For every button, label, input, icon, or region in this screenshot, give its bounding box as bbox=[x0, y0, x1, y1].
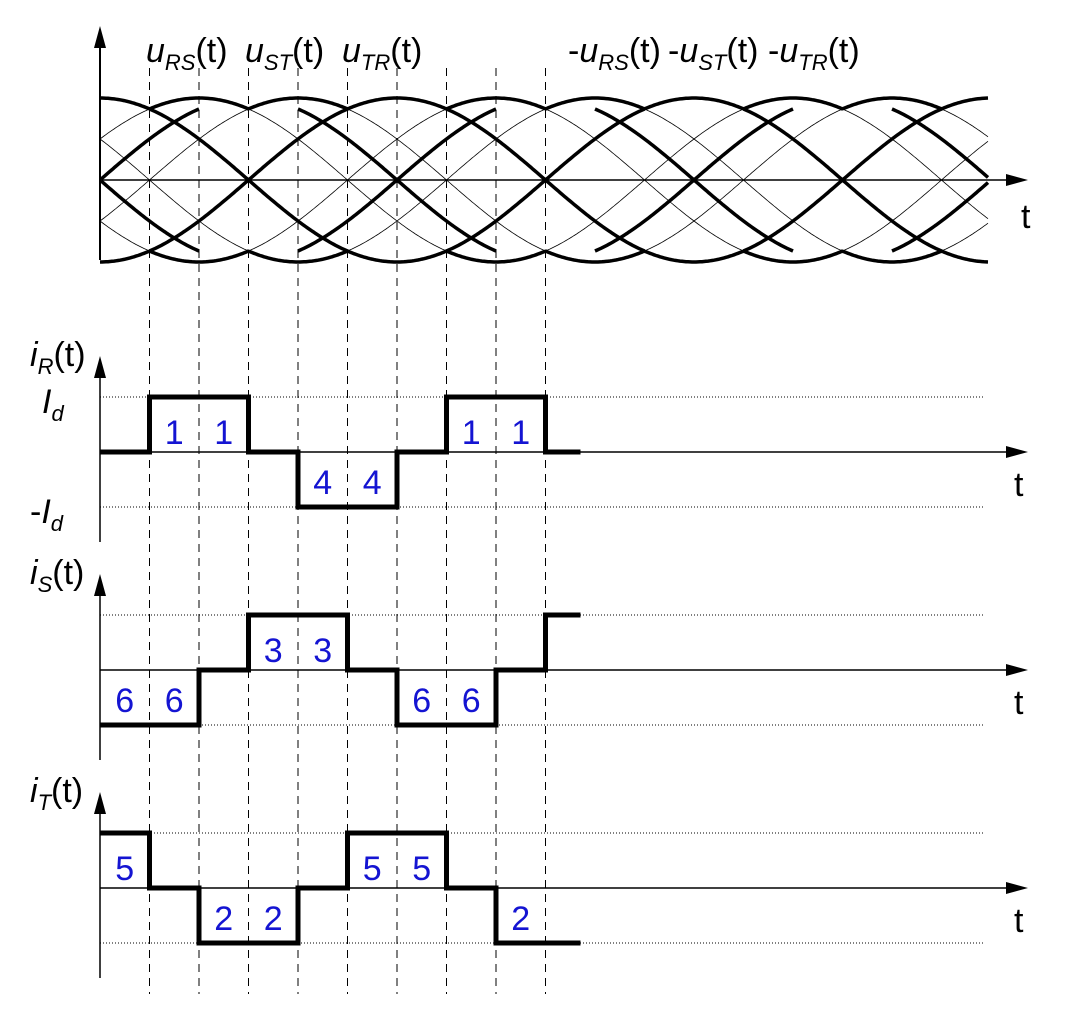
i-s-label: iS(t) bbox=[30, 554, 84, 597]
i-t-waveform bbox=[100, 830, 581, 946]
u-tr-label: uTR(t) bbox=[342, 32, 422, 75]
i-r-segment-number: 1 bbox=[511, 414, 530, 452]
i-s-time-label: t bbox=[1014, 684, 1024, 722]
i-s-x-axis-arrow bbox=[1006, 664, 1028, 676]
i-s-segment-number: 6 bbox=[165, 682, 184, 720]
zero-crossing-stroke bbox=[594, 107, 794, 253]
pos-level-label: Id bbox=[42, 383, 64, 426]
upper-envelope bbox=[100, 96, 989, 111]
i-r-segment-number: 1 bbox=[214, 414, 233, 452]
i-r-segment-number: 1 bbox=[462, 414, 481, 452]
i-s-segment-number: 6 bbox=[412, 682, 431, 720]
i-t-segment-number: 5 bbox=[412, 850, 431, 888]
voltage-time-label: t bbox=[1021, 198, 1031, 236]
zero-crossing-stroke bbox=[99, 179, 200, 253]
i-r-y-axis-arrow bbox=[94, 356, 106, 378]
i-r-time-label: t bbox=[1014, 466, 1024, 504]
i-s-segment-number: 6 bbox=[115, 682, 134, 720]
i-r-segment-number: 4 bbox=[313, 464, 332, 502]
i-r-waveform bbox=[100, 394, 581, 510]
i-r-segment-number: 4 bbox=[363, 464, 382, 502]
i-r-x-axis-arrow bbox=[1006, 446, 1028, 458]
i-t-segment-number: 5 bbox=[115, 850, 134, 888]
i-s-y-axis-arrow bbox=[94, 574, 106, 596]
voltage-x-axis-arrow bbox=[1006, 174, 1028, 186]
i-t-segment-number: 2 bbox=[214, 900, 233, 938]
u-rs-label: uRS(t) bbox=[146, 32, 228, 75]
i-s-waveform bbox=[100, 612, 581, 728]
neg-u-tr-label: -uTR(t) bbox=[768, 32, 860, 75]
i-t-x-axis-arrow bbox=[1006, 882, 1028, 894]
i-r-label: iR(t) bbox=[30, 336, 86, 379]
neg-level-label: -Id bbox=[30, 493, 64, 536]
i-s-segment-number: 3 bbox=[313, 632, 332, 670]
neg-u-rs-label: -uRS(t) bbox=[568, 32, 661, 75]
neg-u-st-label: -uST(t) bbox=[668, 32, 758, 75]
i-t-segment-number: 5 bbox=[363, 850, 382, 888]
lower-envelope bbox=[100, 249, 989, 264]
i-s-segment-number: 6 bbox=[462, 682, 481, 720]
i-r-segment-number: 1 bbox=[165, 414, 184, 452]
i-t-segment-number: 2 bbox=[511, 900, 530, 938]
voltage-y-axis-arrow bbox=[94, 26, 106, 48]
i-t-y-axis-arrow bbox=[94, 792, 106, 814]
i-s-segment-number: 3 bbox=[264, 632, 283, 670]
zero-crossing-stroke bbox=[891, 107, 990, 179]
i-t-time-label: t bbox=[1014, 902, 1024, 940]
commutation-guides bbox=[149, 68, 546, 994]
i-t-segment-number: 2 bbox=[264, 900, 283, 938]
zero-crossing-stroke bbox=[742, 107, 943, 253]
u-st-label: uST(t) bbox=[245, 32, 324, 75]
i-t-label: iT(t) bbox=[30, 772, 83, 815]
zero-crossing-stroke bbox=[891, 181, 990, 253]
line-voltage-panel: t uRS(t) uST(t) uTR(t) -uRS(t)-uST(t)-uTR(t) bbox=[94, 26, 1031, 264]
